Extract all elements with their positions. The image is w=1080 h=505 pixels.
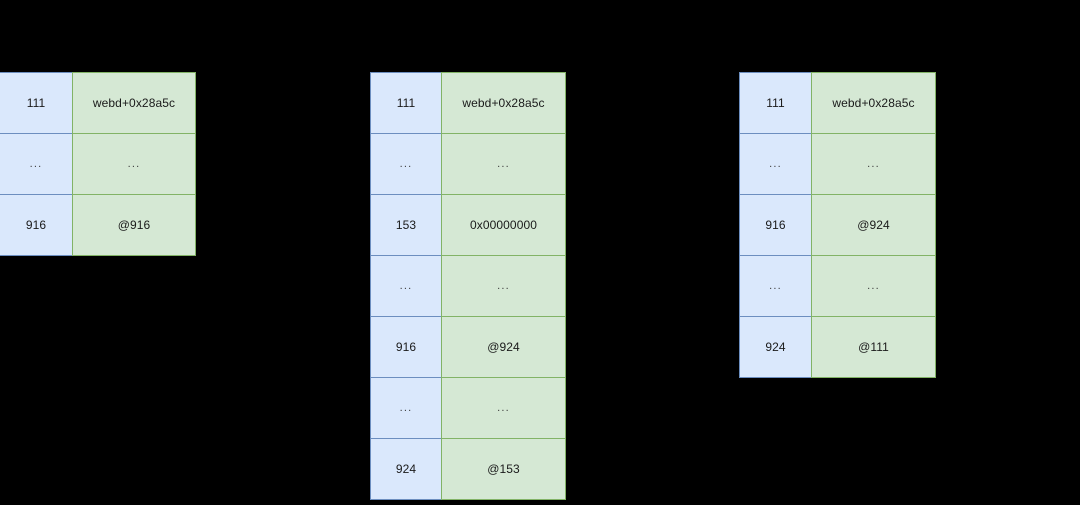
value-ellipsis-cell: ... <box>811 133 936 195</box>
address-ellipsis-cell: ... <box>370 377 442 439</box>
address-ellipsis-cell: ... <box>739 255 812 317</box>
address-cell: 111 <box>739 72 812 134</box>
table-row: ...... <box>0 133 196 195</box>
table-row: ...... <box>370 255 566 317</box>
table-row: 916@916 <box>0 194 196 256</box>
table-row: ...... <box>370 377 566 439</box>
address-cell: 916 <box>0 194 73 256</box>
address-cell: 111 <box>370 72 442 134</box>
table-row: ...... <box>739 133 936 195</box>
address-ellipsis-cell: ... <box>370 133 442 195</box>
address-ellipsis-cell: ... <box>0 133 73 195</box>
value-cell: @153 <box>441 438 566 500</box>
address-cell: 924 <box>370 438 442 500</box>
table-row: 916@924 <box>370 316 566 378</box>
value-ellipsis-cell: ... <box>441 255 566 317</box>
value-cell: 0x00000000 <box>441 194 566 256</box>
address-cell: 111 <box>0 72 73 134</box>
address-cell: 916 <box>370 316 442 378</box>
value-cell: webd+0x28a5c <box>811 72 936 134</box>
table-row: 924@153 <box>370 438 566 500</box>
address-ellipsis-cell: ... <box>370 255 442 317</box>
value-ellipsis-cell: ... <box>811 255 936 317</box>
address-cell: 924 <box>739 316 812 378</box>
value-cell: @924 <box>811 194 936 256</box>
value-cell: @916 <box>72 194 196 256</box>
address-cell: 916 <box>739 194 812 256</box>
value-cell: @924 <box>441 316 566 378</box>
value-cell: @111 <box>811 316 936 378</box>
address-cell: 153 <box>370 194 442 256</box>
table-row: 924@111 <box>739 316 936 378</box>
value-cell: webd+0x28a5c <box>72 72 196 134</box>
address-ellipsis-cell: ... <box>739 133 812 195</box>
table-row: ...... <box>739 255 936 317</box>
value-cell: webd+0x28a5c <box>441 72 566 134</box>
table-row: ...... <box>370 133 566 195</box>
value-ellipsis-cell: ... <box>72 133 196 195</box>
table-row: 916@924 <box>739 194 936 256</box>
value-ellipsis-cell: ... <box>441 133 566 195</box>
value-ellipsis-cell: ... <box>441 377 566 439</box>
